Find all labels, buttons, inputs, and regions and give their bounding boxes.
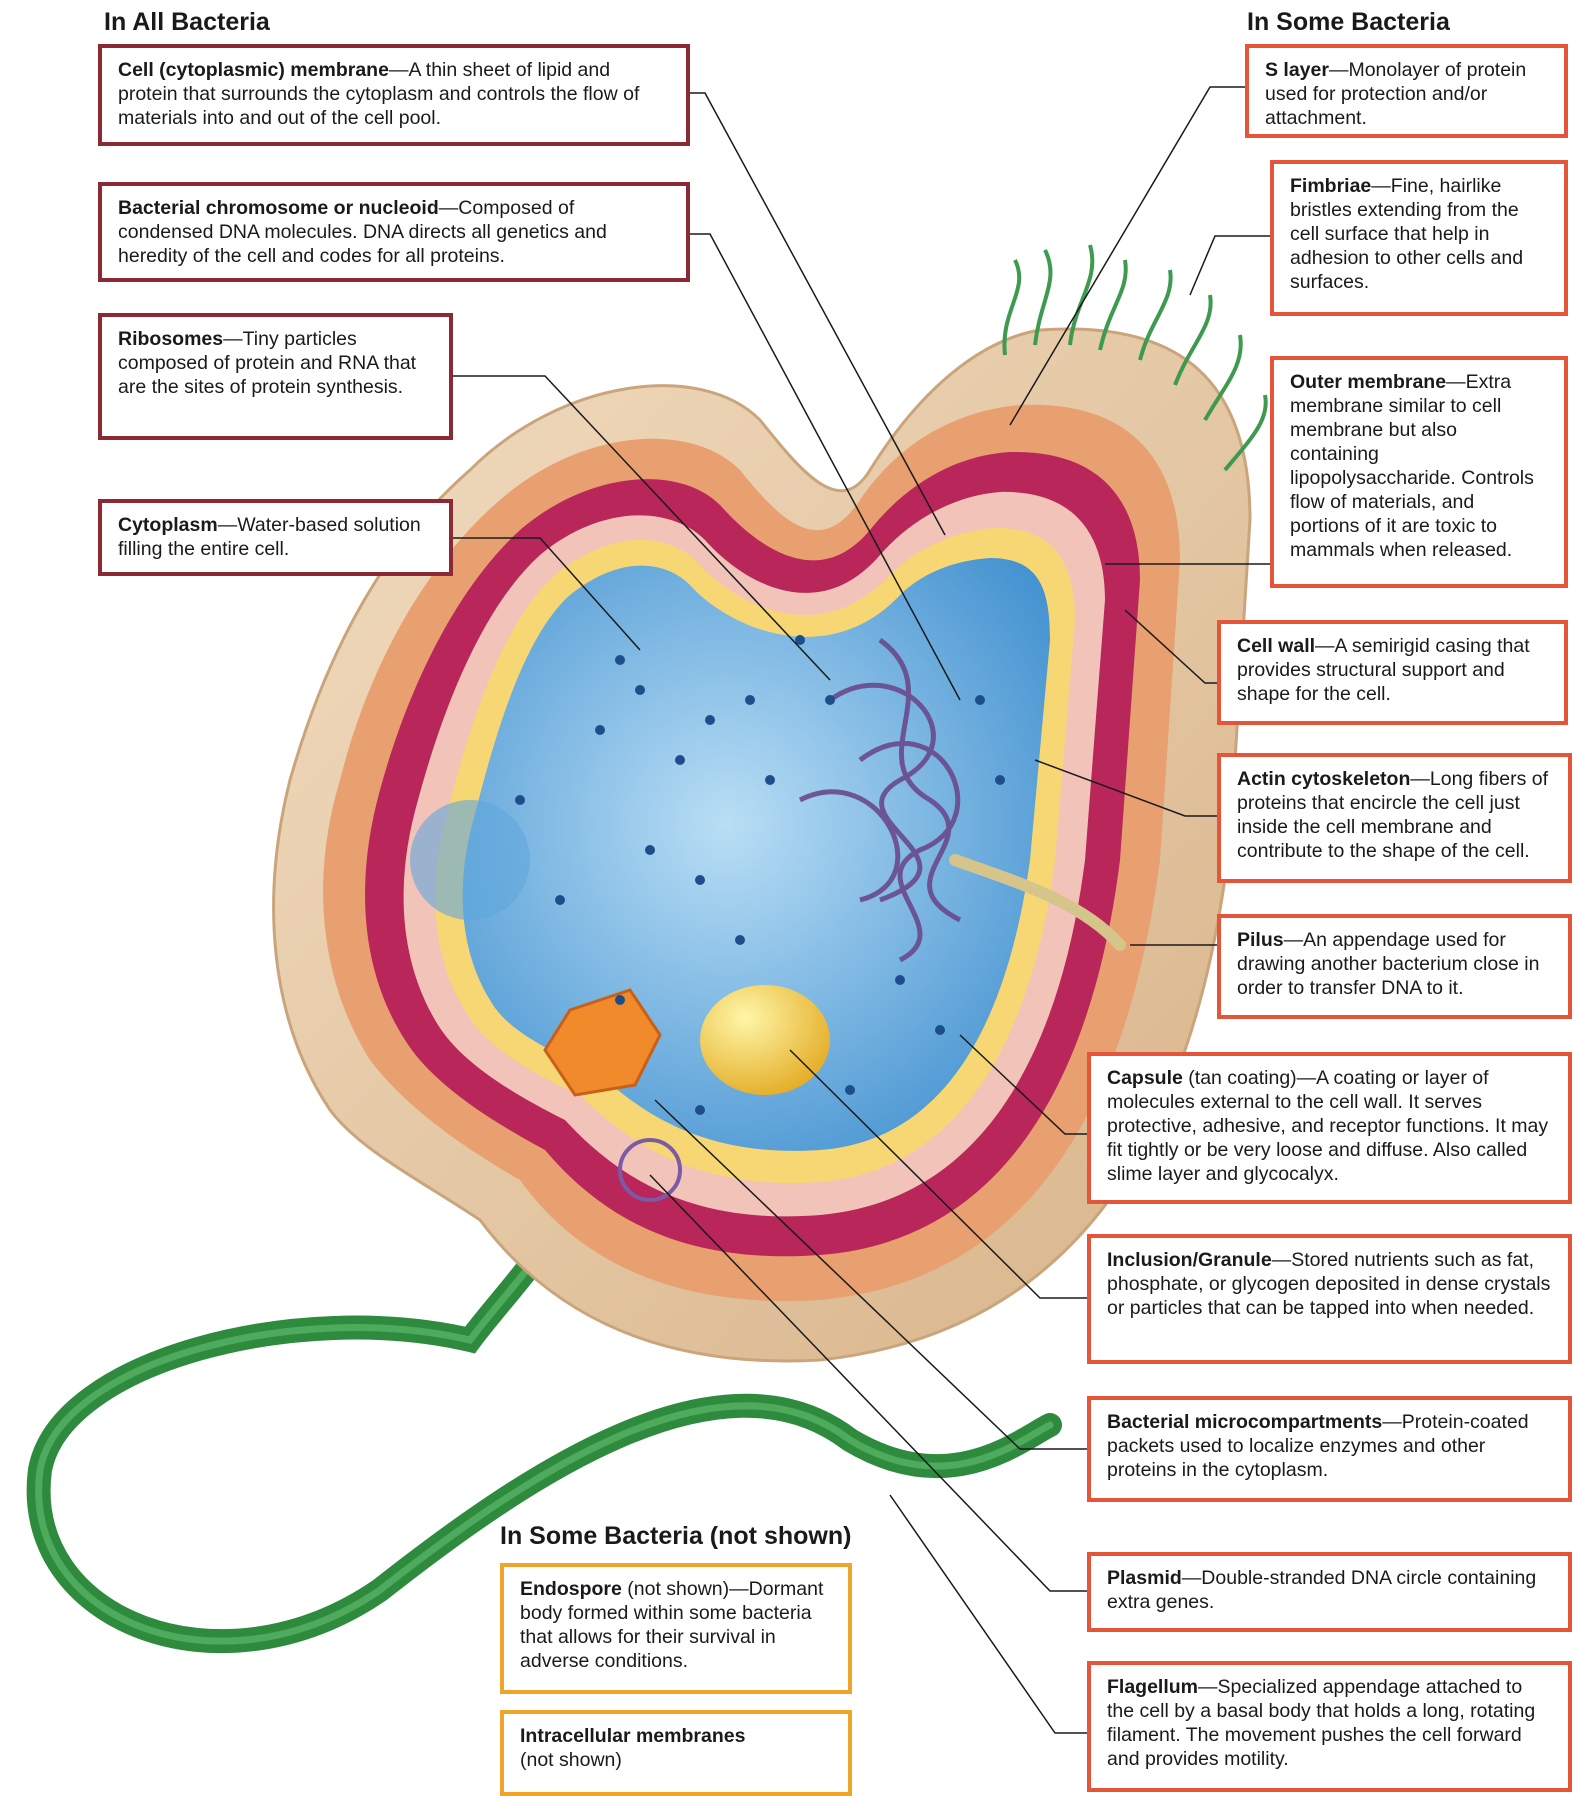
label-chromosome: Bacterial chromosome or nucleoid—Compose… (98, 182, 690, 282)
label-capsule: Capsule (tan coating)—A coating or layer… (1087, 1052, 1572, 1204)
label-outer-membrane: Outer membrane—Extra membrane similar to… (1270, 356, 1568, 588)
label-intracellular-membranes: Intracellular membranes(not shown) (500, 1710, 852, 1796)
term: S layer (1265, 59, 1329, 81)
label-pilus: Pilus—An appendage used for drawing anot… (1217, 914, 1572, 1019)
term: Bacterial microcompartments (1107, 1411, 1382, 1433)
label-s-layer: S layer—Monolayer of protein used for pr… (1245, 44, 1568, 138)
term: Fimbriae (1290, 175, 1371, 197)
heading-not-shown: In Some Bacteria (not shown) (500, 1522, 851, 1551)
term: Outer membrane (1290, 371, 1446, 393)
term: Flagellum (1107, 1676, 1198, 1698)
term: Endospore (520, 1578, 622, 1600)
term: Bacterial chromosome or nucleoid (118, 197, 439, 219)
term: Intracellular membranes (520, 1725, 745, 1747)
term: Pilus (1237, 929, 1284, 951)
heading-in-some-bacteria: In Some Bacteria (1247, 8, 1450, 37)
term: Capsule (1107, 1067, 1183, 1089)
term: Cell wall (1237, 635, 1315, 657)
label-actin-cytoskeleton: Actin cytoskeleton—Long fibers of protei… (1217, 753, 1572, 883)
label-cell-membrane: Cell (cytoplasmic) membrane—A thin sheet… (98, 44, 690, 146)
cytoplasm-bubble (410, 800, 530, 920)
label-cell-wall: Cell wall—A semirigid casing that provid… (1217, 620, 1568, 725)
label-ribosomes: Ribosomes—Tiny particles composed of pro… (98, 313, 453, 440)
label-flagellum: Flagellum—Specialized appendage attached… (1087, 1661, 1572, 1792)
label-plasmid: Plasmid—Double-stranded DNA circle conta… (1087, 1552, 1572, 1632)
label-fimbriae: Fimbriae—Fine, hairlike bristles extendi… (1270, 160, 1568, 316)
term: Plasmid (1107, 1567, 1182, 1589)
term: Inclusion/Granule (1107, 1249, 1272, 1271)
label-microcompartments: Bacterial microcompartments—Protein-coat… (1087, 1396, 1572, 1502)
label-inclusion-granule: Inclusion/Granule—Stored nutrients such … (1087, 1234, 1572, 1364)
desc: —Extra membrane similar to cell membrane… (1290, 371, 1534, 561)
term: Cytoplasm (118, 514, 218, 536)
label-cytoplasm: Cytoplasm—Water-based solution filling t… (98, 499, 453, 576)
label-endospore: Endospore (not shown)—Dormant body forme… (500, 1563, 852, 1694)
term: Ribosomes (118, 328, 223, 350)
heading-in-all-bacteria: In All Bacteria (104, 8, 270, 37)
term: Actin cytoskeleton (1237, 768, 1410, 790)
term: Cell (cytoplasmic) membrane (118, 59, 389, 81)
desc: (not shown) (520, 1749, 622, 1771)
inclusion-granule (700, 985, 830, 1095)
